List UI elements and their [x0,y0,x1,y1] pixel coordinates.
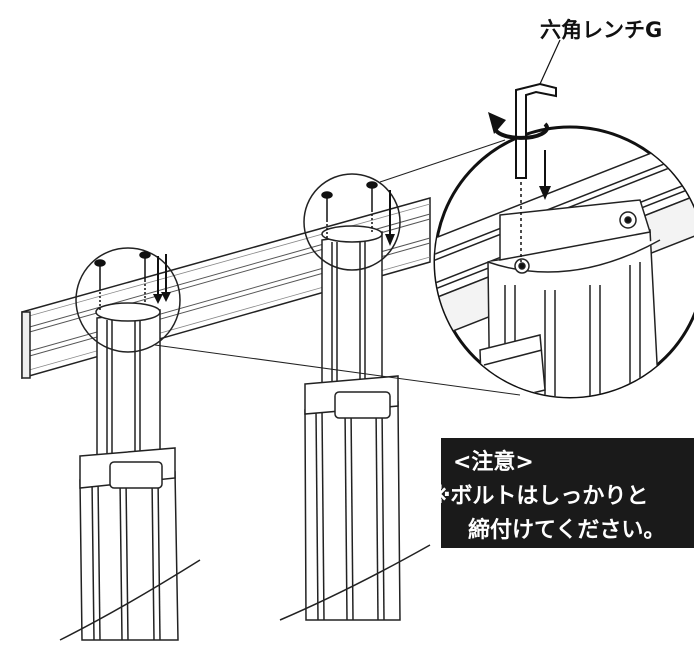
right-detail-circle [303,173,401,271]
left-pole [59,302,201,641]
left-bolts [94,251,151,312]
right-down-arrows [385,190,395,246]
right-pole [279,225,431,621]
left-detail-circle [75,247,181,353]
hex-wrench-icon [515,82,557,262]
right-bolts [321,181,378,240]
tool-leader-line [539,39,561,85]
rotation-arrow-icon [488,112,549,140]
enlarged-detail [433,125,694,399]
notice-line-1: ※ボルトはしっかりと [441,484,649,509]
callout-lines [154,139,521,396]
notice-title: <注意> [453,450,534,475]
detail-down-arrow-icon [539,150,551,200]
left-down-arrows [153,254,171,304]
notice-line-2: 締付けてください。 [468,518,666,543]
tool-label: 六角レンチG [540,18,663,42]
notice-box: <注意> ※ボルトはしっかりと 締付けてください。 [441,438,694,548]
